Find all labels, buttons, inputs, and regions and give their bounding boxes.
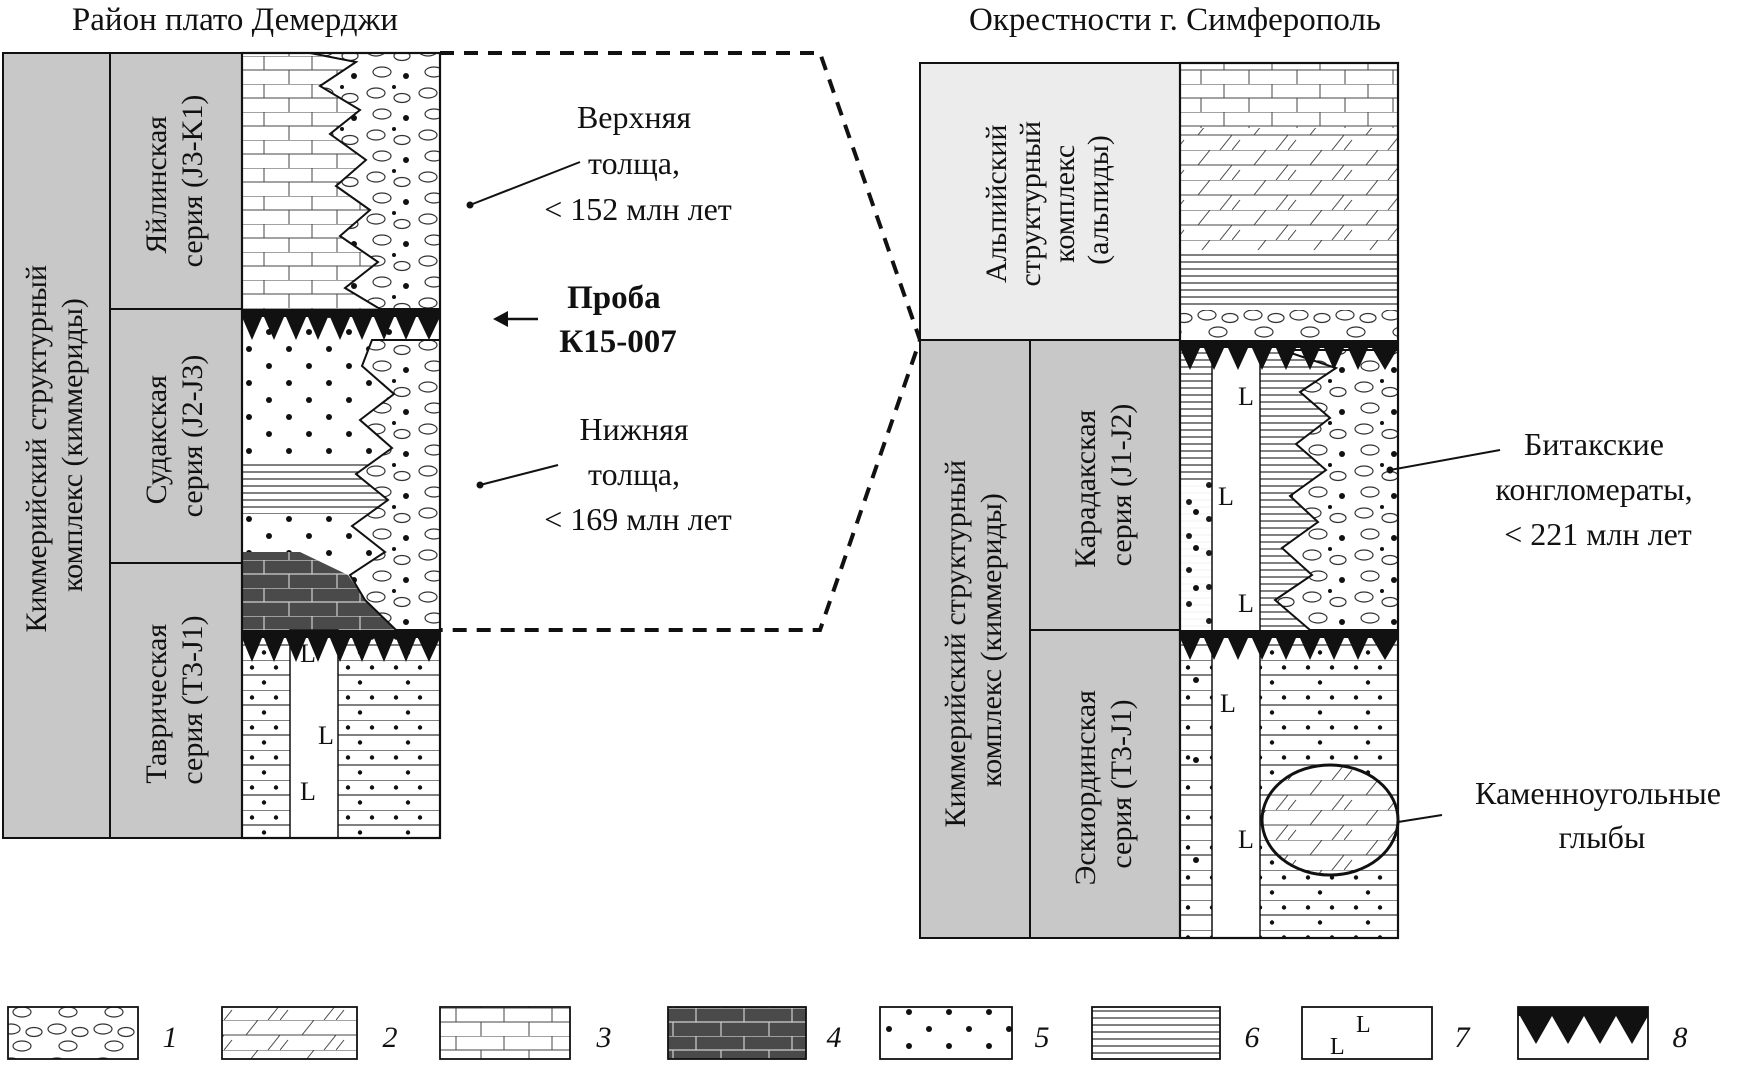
legend: 1 2 3 4 5 6 L L 7: [7, 1006, 1688, 1060]
lower-unit-leader: [479, 464, 559, 486]
series-box-sudak: [109, 308, 243, 564]
coal-blocks-leader: [1397, 814, 1443, 823]
correlation-dashed-line: [440, 51, 923, 632]
legend-num-4: 4: [827, 1021, 842, 1054]
bitak-leader: [1389, 449, 1501, 471]
lower-unit-label: Нижняя толща, < 169 млн лет: [544, 411, 732, 537]
right-complex-label-box: [919, 339, 1031, 939]
legend-num-7: 7: [1455, 1021, 1472, 1054]
series-label-eskiorda: Эскиординская серия (T3-J1): [1069, 683, 1138, 886]
right-lithology-column: L L L L L: [1178, 61, 1400, 940]
series-label-karadag: Карадакская серия (J1-J2): [1069, 402, 1138, 568]
right-complex-label: Киммерийский структурный комплекс (кимме…: [939, 452, 1008, 827]
left-lithology-column: L L L: [240, 51, 442, 840]
legend-item-2: 2: [221, 1006, 398, 1060]
svg-text:L: L: [318, 721, 334, 750]
legend-item-6: 6: [1091, 1006, 1260, 1060]
left-complex-label: Киммерийский структурный комплекс (кимме…: [20, 257, 89, 632]
svg-text:L: L: [1218, 482, 1234, 511]
sample-label: Проба К15-007: [559, 280, 676, 360]
series-label-sudak: Судакская серия (J2-J3): [140, 355, 209, 518]
legend-num-1: 1: [163, 1021, 178, 1054]
upper-unit-label: Верхняя толща, < 152 млн лет: [544, 99, 732, 227]
left-section-title: Район плато Демерджи: [72, 2, 398, 38]
series-box-karadag: [1029, 339, 1181, 631]
legend-num-6: 6: [1245, 1021, 1260, 1054]
legend-num-2: 2: [383, 1021, 398, 1054]
coal-blocks-label: Каменноугольные глыбы: [1475, 775, 1729, 855]
svg-text:L: L: [1220, 689, 1236, 718]
left-complex-label-box: [2, 52, 111, 839]
alpine-complex-label: Альпийский структурный комплекс (альпиды…: [980, 113, 1115, 286]
svg-text:L: L: [1330, 1034, 1345, 1060]
legend-item-8: 8: [1517, 1006, 1688, 1060]
series-label-taurian: Таврическая серия (T3-J1): [140, 615, 209, 784]
series-box-eskiorda: [1029, 629, 1181, 939]
svg-text:L: L: [300, 777, 316, 806]
svg-text:L: L: [1238, 825, 1254, 854]
alpine-complex-box: [919, 62, 1181, 341]
legend-item-5: 5: [879, 1006, 1050, 1060]
upper-unit-leader: [469, 161, 581, 206]
legend-num-3: 3: [596, 1021, 612, 1054]
svg-text:L: L: [1238, 589, 1254, 618]
legend-num-5: 5: [1035, 1021, 1050, 1054]
legend-item-4: 4: [667, 1006, 842, 1060]
right-section-title: Окрестности г. Симферополь: [969, 2, 1381, 38]
legend-item-7: L L 7: [1301, 1006, 1472, 1060]
legend-item-1: 1: [7, 1006, 178, 1060]
svg-text:L: L: [1238, 382, 1254, 411]
sample-arrow: [493, 311, 538, 327]
legend-item-3: 3: [439, 1006, 612, 1060]
series-label-yaila: Яйлинская серия (J3-K1): [140, 95, 209, 268]
legend-num-8: 8: [1673, 1021, 1688, 1054]
series-box-taurian: [109, 562, 243, 839]
bitak-label: Битакские конгломераты, < 221 млн лет: [1495, 426, 1700, 552]
svg-text:L: L: [1356, 1012, 1371, 1038]
